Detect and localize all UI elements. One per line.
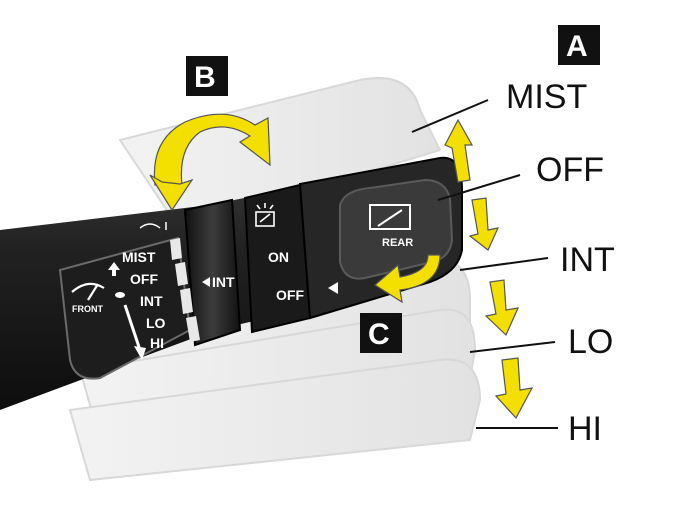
wiper-lever[interactable]: FRONT MIST OFF INT LO HI INT — [0, 156, 463, 410]
hi-arrow — [494, 357, 534, 420]
front-control-ring — [183, 198, 242, 347]
position-off-label: OFF — [536, 151, 604, 189]
front-washer-icon — [139, 222, 167, 230]
rear-label: REAR — [382, 237, 413, 249]
lever-off-label: OFF — [130, 271, 158, 287]
lever-hi-label: HI — [150, 335, 164, 351]
on-label: ON — [268, 249, 289, 265]
rotate-arrow-b — [153, 113, 271, 186]
lever-mist-label: MIST — [122, 249, 156, 265]
ghost-position-mist — [118, 77, 442, 232]
speed-down-arrow — [123, 304, 146, 360]
front-wiper-icon — [71, 282, 105, 301]
callout-c-label: C — [368, 318, 390, 351]
callout-c: C — [360, 313, 402, 353]
mist-up-arrow — [108, 262, 120, 276]
callout-b-label: B — [194, 61, 216, 94]
ring-int-pointer — [202, 277, 210, 287]
callout-a-label: A — [566, 30, 588, 63]
int-arrow — [468, 197, 500, 251]
rear-wiper-icon — [369, 204, 411, 230]
position-lo-label: LO — [568, 323, 613, 361]
rotate-arrow-b-lower — [149, 174, 194, 212]
rotate-arrow-c — [373, 254, 441, 304]
lever-int-label: INT — [140, 293, 163, 309]
speed-bars — [170, 238, 200, 342]
leader-lines — [411, 99, 558, 429]
rear-ring-pointer — [328, 282, 338, 294]
position-mist-label: MIST — [506, 78, 587, 116]
ring-off-label: OFF — [276, 287, 304, 303]
callout-a: A — [558, 25, 600, 65]
lo-arrow — [484, 279, 520, 337]
ghost-position-hi — [68, 358, 482, 482]
callout-b: B — [186, 56, 228, 96]
yellow-arrows — [149, 113, 534, 420]
rear-washer-icon — [255, 203, 275, 227]
position-hi-label: HI — [568, 410, 602, 448]
front-label: FRONT — [72, 304, 103, 314]
lever-lo-label: LO — [146, 315, 166, 331]
position-int-label: INT — [560, 241, 615, 279]
mist-arrow — [444, 118, 474, 183]
ring-int-label: INT — [212, 274, 235, 290]
off-indicator-dot — [115, 292, 125, 298]
